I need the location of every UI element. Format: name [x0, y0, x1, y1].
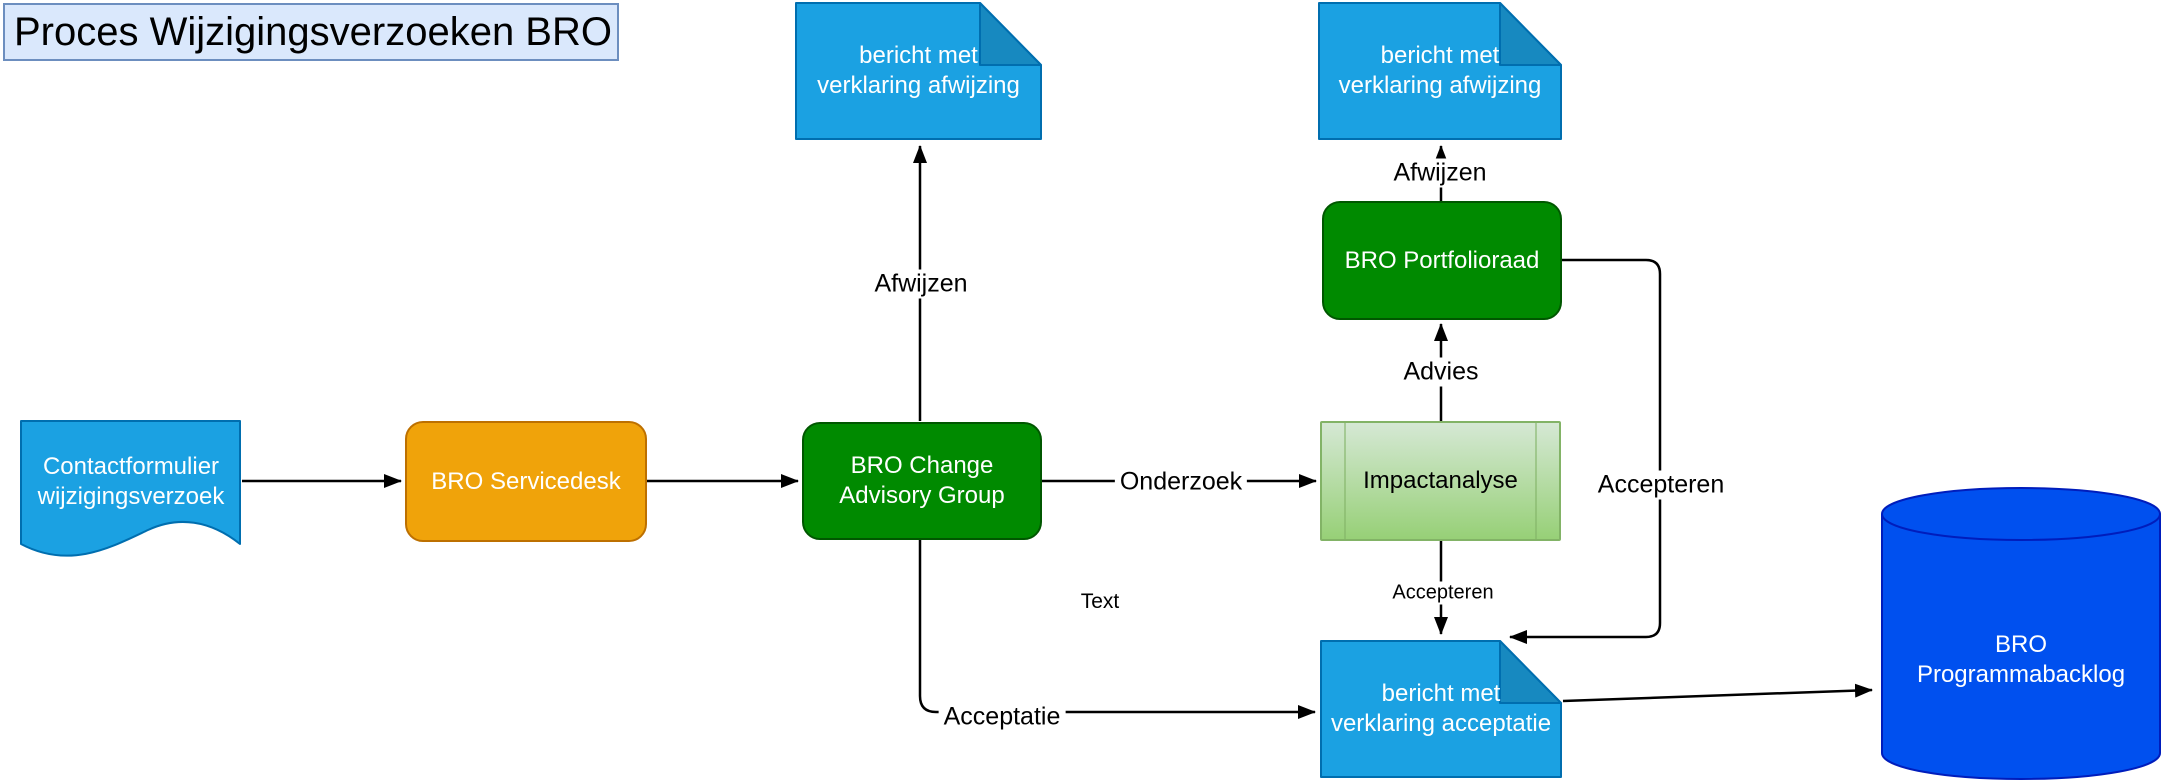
edge-acceptatie-to-backlog	[1562, 683, 1873, 703]
subprocess-bar-right	[1535, 423, 1537, 539]
note-shape	[1320, 640, 1562, 778]
bro-programmabacklog-database[interactable]: BRO Programmabacklog	[1881, 487, 2161, 780]
rejection-note-right[interactable]: bericht met verklaring afwijzing	[1318, 2, 1562, 140]
edge-label-accepteren-impactanalyse: Accepteren	[1389, 581, 1497, 605]
node-label: BRO Programmabacklog	[1916, 631, 2126, 688]
bro-servicedesk-node[interactable]: BRO Servicedesk	[405, 421, 647, 542]
edge-label-text: Text	[1080, 590, 1120, 613]
bro-portfolioraad-node[interactable]: BRO Portfolioraad	[1322, 201, 1562, 320]
edge-label-afwijzen-portfolioraad: Afwijzen	[1388, 158, 1492, 188]
node-label: Impactanalyse	[1363, 467, 1518, 494]
node-label: bericht met verklaring acceptatie	[1330, 680, 1552, 737]
node-label: BRO Portfolioraad	[1344, 246, 1540, 274]
edge-label-accepteren-portfolioraad: Accepteren	[1592, 470, 1730, 500]
page-title: Proces Wijzigingsverzoeken BRO	[3, 3, 619, 61]
edge-cag-acceptatie	[918, 540, 1316, 719]
database-cylinder-shape	[1881, 487, 2161, 780]
contactformulier-document[interactable]: Contactformulier wijzigingsverzoek	[20, 420, 242, 564]
rejection-note-left[interactable]: bericht met verklaring afwijzing	[795, 2, 1042, 140]
note-fold-icon	[1499, 640, 1562, 704]
impactanalyse-subprocess[interactable]: Impactanalyse	[1320, 421, 1561, 541]
bro-change-advisory-group-node[interactable]: BRO Change Advisory Group	[802, 422, 1042, 540]
edge-label-onderzoek: Onderzoek	[1114, 467, 1248, 497]
edge-label-advies: Advies	[1398, 357, 1484, 387]
edge-label-acceptatie: Acceptatie	[938, 702, 1066, 732]
node-label: bericht met verklaring afwijzing	[817, 42, 1020, 99]
node-label: BRO Servicedesk	[431, 467, 621, 495]
note-fold-icon	[1499, 2, 1562, 66]
node-label: BRO Change Advisory Group	[839, 452, 1005, 509]
note-shape	[795, 2, 1042, 140]
acceptance-note[interactable]: bericht met verklaring acceptatie	[1320, 640, 1562, 778]
note-fold-icon	[979, 2, 1042, 66]
document-shape	[20, 420, 241, 557]
note-shape	[1318, 2, 1562, 140]
edge-label-afwijzen-cag: Afwijzen	[869, 269, 973, 299]
subprocess-bar-left	[1344, 423, 1346, 539]
node-label: bericht met verklaring afwijzing	[1338, 42, 1542, 99]
node-label: Contactformulier wijzigingsverzoek	[37, 453, 225, 510]
